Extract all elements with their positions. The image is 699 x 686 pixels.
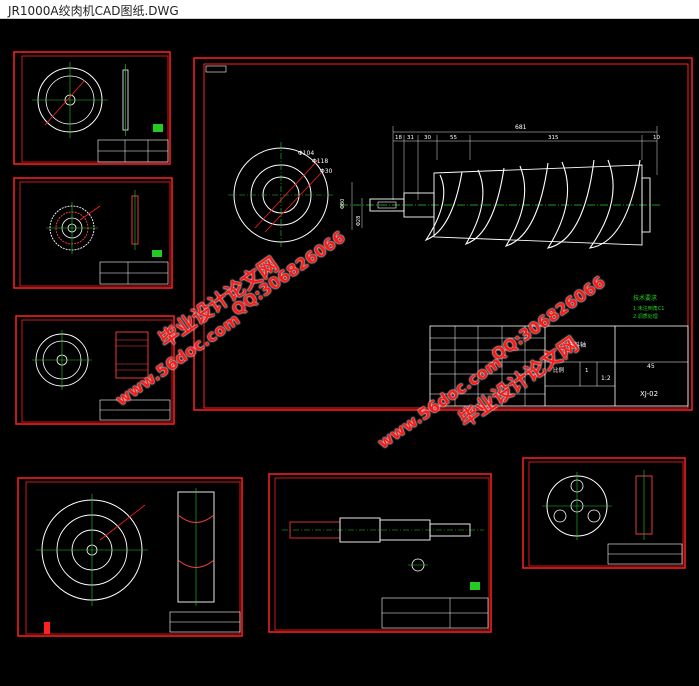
dim-diameter-3: Φ30: [320, 168, 333, 175]
dim-diameter-2: Φ118: [312, 158, 328, 165]
dim-total-length: 681: [515, 124, 527, 131]
notes-title: 技术要求: [633, 294, 657, 302]
window-titlebar: JR1000A绞肉机CAD图纸.DWG: [0, 0, 699, 19]
dim-seg-3: 30: [424, 135, 431, 141]
dim-seg-4: 55: [450, 135, 457, 141]
title-material: 45: [647, 363, 655, 370]
sheet-thumb-6[interactable]: [522, 457, 686, 569]
title-drawing-no: XJ-02: [640, 390, 658, 398]
cad-canvas[interactable]: Φ104 Φ118 Φ30 681 18 31 30 55 315 10: [0, 19, 699, 682]
title-part-name: 送料轴: [568, 341, 586, 349]
title-count: 1: [585, 368, 589, 374]
title-block: 送料轴 45 1:2 XJ-02 比例 1: [429, 325, 689, 407]
dim-seg-1: 18: [395, 135, 402, 141]
dim-left-1: Φ80: [340, 199, 346, 209]
dim-seg-2: 31: [407, 135, 414, 141]
title-company: 比例: [553, 366, 565, 374]
main-drawing-sheet[interactable]: Φ104 Φ118 Φ30 681 18 31 30 55 315 10: [193, 57, 693, 411]
dim-seg-5: 315: [548, 135, 559, 141]
dim-left-2: Φ28: [356, 216, 362, 226]
title-scale: 1:2: [601, 375, 611, 382]
sheet-thumb-4[interactable]: [17, 477, 243, 637]
sheet-thumb-2[interactable]: [13, 177, 173, 289]
notes-line-2: 2.调质处理: [633, 313, 658, 320]
sheet-thumb-1[interactable]: [13, 51, 171, 165]
dim-diameter-1: Φ104: [298, 150, 314, 157]
dim-seg-6: 10: [653, 135, 660, 141]
sheet-thumb-3[interactable]: [15, 315, 175, 425]
window-title: JR1000A绞肉机CAD图纸.DWG: [8, 4, 179, 18]
sheet-thumb-5[interactable]: [268, 473, 492, 633]
notes-line-1: 1.未注倒角C1: [633, 305, 664, 312]
